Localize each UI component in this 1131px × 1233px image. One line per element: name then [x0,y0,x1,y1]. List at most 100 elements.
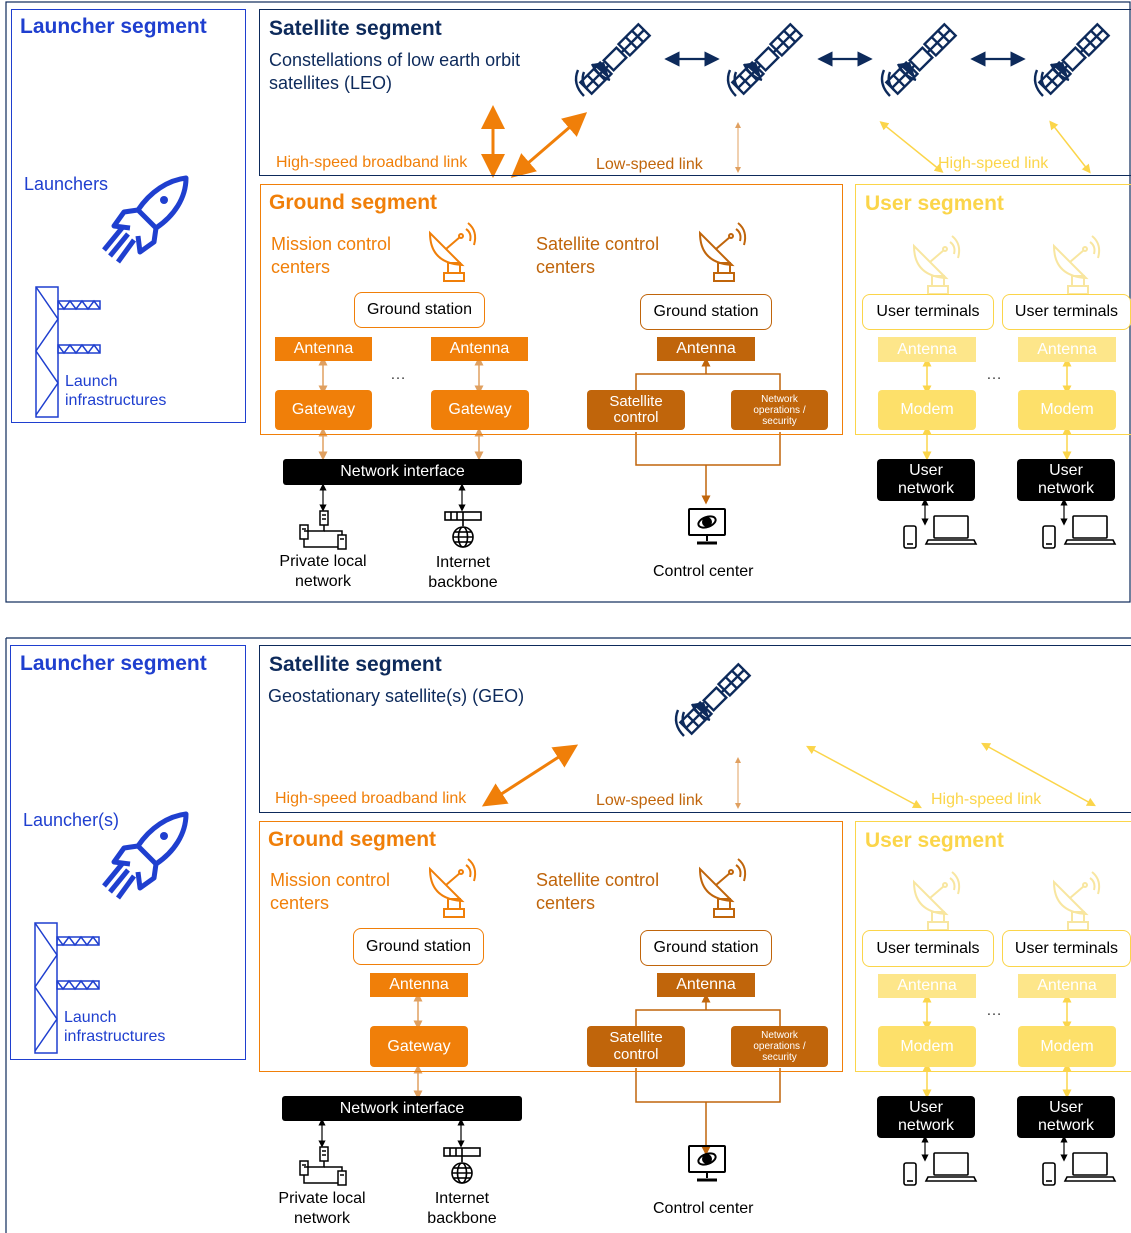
user-segment [855,184,1131,435]
satellite-segment-title: Satellite segment [269,653,442,676]
mission-control-label: Mission control centers [270,870,391,913]
dish-icon [698,858,747,918]
dish-antenna-icon [422,219,482,290]
server-icon [299,510,347,550]
private-network-label: Private local network [278,1190,366,1227]
control-bus [635,1068,781,1103]
user-terminals-1: User terminals [862,294,994,330]
diagram-leo: Launcher segment Launchers Launch infras… [0,0,1131,610]
satellite-icon [726,22,804,97]
monitor-icon [688,1145,726,1182]
launch-infra-label: Launch infrastructures [65,373,167,409]
network-interface-bar: Network interface [282,1096,522,1121]
modem-1: Modem [878,1026,976,1067]
network-interface-bar: Network interface [283,459,522,485]
broadband-link-label: High-speed broadband link [275,790,467,807]
satellite-control-box: Satellite control [587,390,685,430]
satctl-bus [635,373,781,390]
modem-1: Modem [878,390,976,430]
internet-backbone-icon [442,1146,482,1191]
user-link-arrow [879,121,944,173]
launcher-segment-title: Launcher segment [20,15,207,38]
satellite-icon [1033,22,1111,97]
control-center-label: Control center [653,1200,754,1217]
broadband-link-arrow [510,112,588,178]
dish-antenna-icon [1046,232,1106,303]
user-link-label: High-speed link [931,791,1042,808]
dish-antenna-icon [906,232,966,303]
user-terminals-1: User terminals [862,930,994,967]
launchers-label: Launchers [24,174,109,194]
user-antenna-2: Antenna [1018,337,1116,362]
globe-icon [443,1147,481,1184]
control-center-label: Control center [653,563,754,580]
laptop-phone-icon [903,1152,978,1186]
ground-station-mission: Ground station [353,928,484,965]
globe-icon [444,511,482,548]
satellite-icon [574,22,652,97]
satctl-bus [635,1009,781,1026]
low-speed-link-label: Low-speed link [596,156,703,173]
gateway-a: Gateway [275,390,372,430]
satellite-icon [570,14,660,109]
monitor-icon [688,508,726,545]
satellite-icon [1029,14,1119,109]
private-network-icon [298,509,348,558]
dish-antenna-icon [1046,868,1106,939]
rocket-icon [102,811,189,900]
satellite-segment [259,9,1131,176]
diagram-geo: Launcher segment Launcher(s) Launch infr… [0,636,1131,1233]
user-devices-icon [1041,514,1117,555]
low-speed-link-label: Low-speed link [596,792,703,809]
gateway-b: Gateway [431,390,529,430]
satellite-segment [259,645,1131,813]
ground-station-mission: Ground station [354,292,485,328]
dish-icon [912,235,961,295]
user-network-2: User network [1017,1096,1115,1138]
user-segment-title: User segment [865,829,1004,852]
internet-backbone-label: Internet backbone [427,1190,497,1227]
user-antenna-1: Antenna [878,974,976,998]
laptop-phone-icon [1042,1152,1117,1186]
launch-tower-icon [34,922,100,1054]
user-devices-icon [1041,1151,1117,1192]
gateway: Gateway [370,1026,468,1067]
user-segment-title: User segment [865,192,1004,215]
control-center-monitor-icon [687,507,727,552]
user-devices-icon [902,1151,978,1192]
broadband-link-arrow [481,744,579,807]
antenna-mission-a: Antenna [275,337,372,361]
dish-icon [1052,235,1101,295]
dish-antenna-icon [692,219,752,290]
ground-segment-title: Ground segment [269,191,438,214]
internet-backbone-label: Internet backbone [428,554,498,591]
laptop-phone-icon [903,515,978,549]
dish-antenna-icon [422,855,482,926]
ground-segment [259,821,843,1072]
satellite-control-label: Satellite control centers [536,234,660,277]
network-operations-box: Network operations / security [731,1026,828,1067]
satellite-icon [674,662,752,737]
user-ellipsis: … [986,366,1002,383]
user-network-1: User network [877,459,975,501]
user-link-arrow [981,742,1096,807]
satellite-icon [722,14,812,109]
launcher-segment [11,9,246,423]
antenna-mission-b: Antenna [431,337,528,361]
dish-icon [698,222,747,282]
user-ellipsis: … [986,1002,1002,1019]
laptop-phone-icon [1042,515,1117,549]
satellite-subtitle: Geostationary satellite(s) (GEO) [268,686,525,706]
mission-control-label: Mission control centers [271,234,392,277]
modem-2: Modem [1018,390,1116,430]
dish-icon [428,222,477,282]
launch-infra-label: Launch infrastructures [64,1009,166,1045]
ground-segment [260,184,843,435]
user-segment [855,821,1131,1072]
user-antenna-1: Antenna [878,337,976,362]
user-network-1: User network [877,1096,975,1138]
dish-antenna-icon [906,868,966,939]
private-network-icon [298,1145,348,1194]
internet-backbone-icon [443,510,483,555]
satellite-subtitle: Constellations of low earth orbit satell… [269,50,521,93]
